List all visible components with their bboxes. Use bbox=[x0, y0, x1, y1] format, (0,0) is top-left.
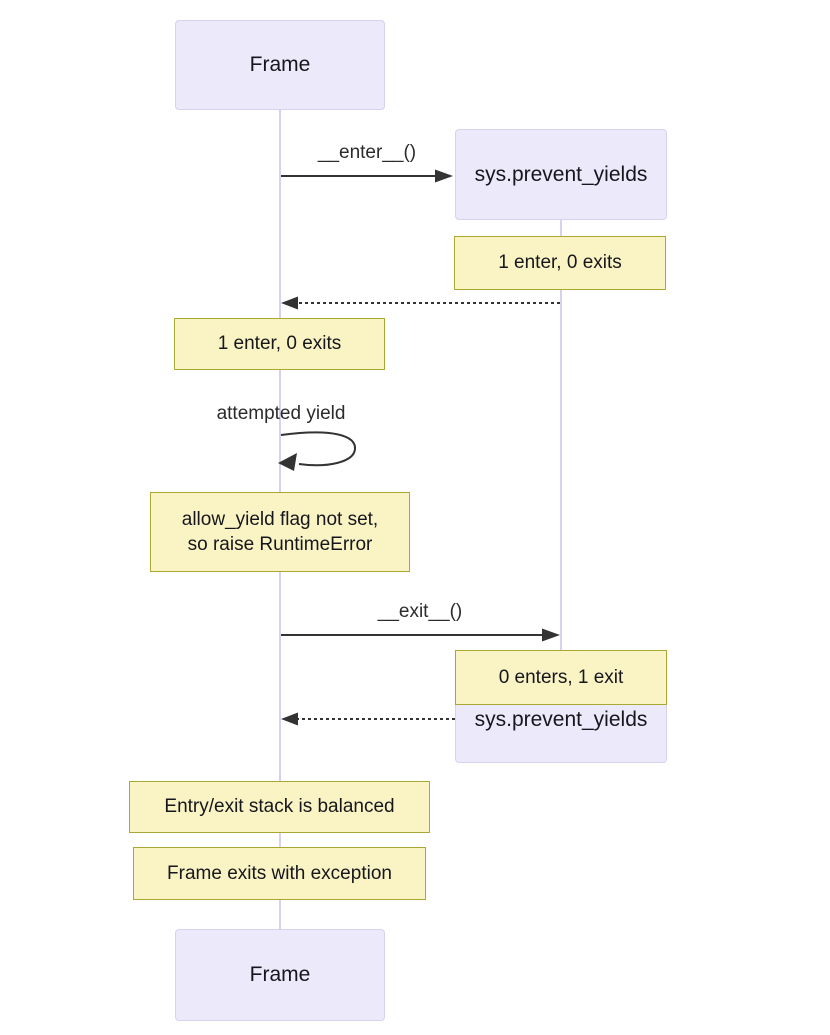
note-text: 1 enter, 0 exits bbox=[498, 252, 622, 274]
actor-label: Frame bbox=[249, 53, 311, 76]
note-text-line1: allow_yield flag not set, bbox=[181, 508, 379, 530]
note-sys-exit: 0 enters, 1 exit bbox=[455, 650, 667, 705]
message-label-enter: __enter__() bbox=[317, 142, 417, 163]
actor-label: sys.prevent_yields bbox=[474, 708, 648, 731]
self-loop-arrow bbox=[280, 431, 357, 467]
message-label-exit: __exit__() bbox=[377, 601, 463, 622]
self-loop-arrowhead bbox=[278, 453, 297, 471]
note-text: 1 enter, 0 exits bbox=[217, 333, 342, 355]
return-arrowhead-1 bbox=[281, 296, 298, 310]
actor-sys-top: sys.prevent_yields bbox=[455, 129, 667, 220]
note-frame-enter: 1 enter, 0 exits bbox=[174, 318, 385, 370]
enter-arrowhead bbox=[435, 169, 453, 183]
note-text-line2: so raise RuntimeError bbox=[187, 534, 373, 555]
exit-arrowhead bbox=[542, 628, 560, 642]
note-balanced: Entry/exit stack is balanced bbox=[129, 781, 430, 833]
note-sys-enter: 1 enter, 0 exits bbox=[454, 236, 666, 290]
actor-label: sys.prevent_yields bbox=[474, 162, 648, 186]
note-allow-yield: allow_yield flag not set, so raise Runti… bbox=[150, 492, 410, 572]
note-text: 0 enters, 1 exit bbox=[498, 666, 624, 688]
note-text: Entry/exit stack is balanced bbox=[164, 796, 395, 818]
return-arrowhead-2 bbox=[281, 712, 298, 726]
actor-frame-bottom: Frame bbox=[175, 929, 385, 1021]
note-exception: Frame exits with exception bbox=[133, 847, 426, 900]
note-text: Frame exits with exception bbox=[167, 862, 392, 884]
message-label-self-yield: attempted yield bbox=[216, 403, 346, 424]
actor-frame-top: Frame bbox=[175, 20, 385, 110]
actor-label: Frame bbox=[249, 963, 311, 986]
